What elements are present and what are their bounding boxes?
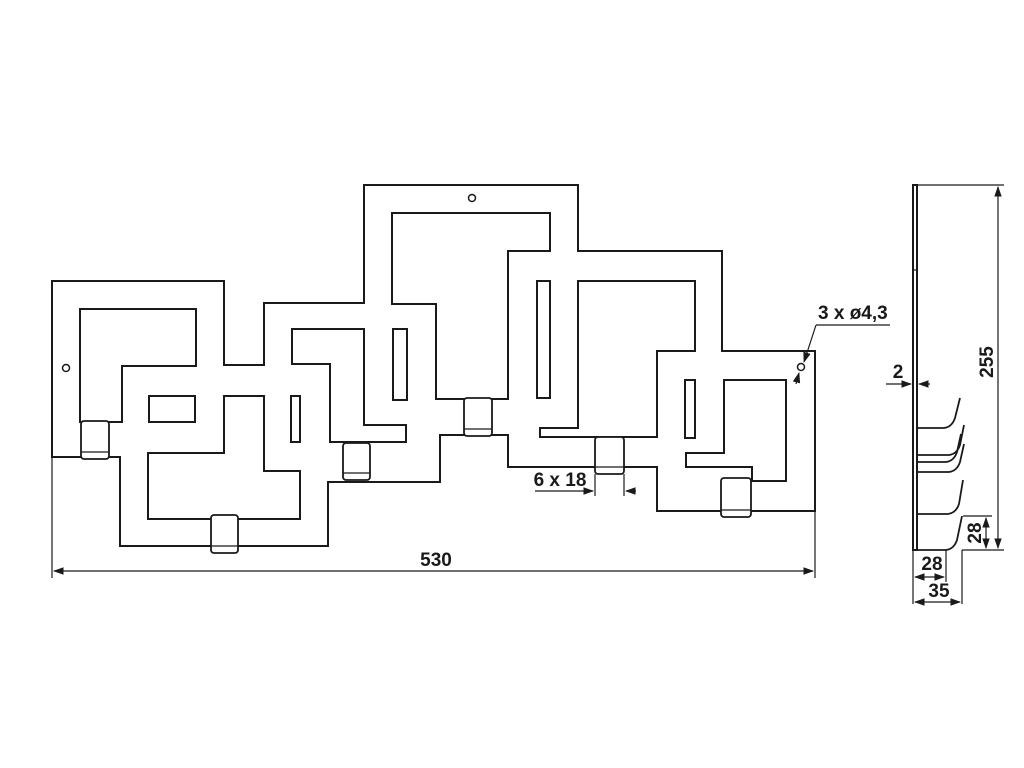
maze-cutout-lower-left [147, 395, 301, 520]
dimension-holes: 3 x ø4,3 [792, 303, 890, 385]
holes-label: 3 x ø4,3 [818, 303, 888, 324]
hook-depth-outer-label: 35 [928, 581, 950, 602]
hook-profile [917, 433, 962, 463]
maze-cutout-middle [291, 328, 407, 443]
side-view [912, 184, 965, 551]
hook [342, 442, 371, 481]
mounting-hole [61, 363, 71, 373]
slot [148, 395, 196, 423]
slot [684, 379, 696, 439]
thickness-label: 2 [893, 362, 904, 383]
dimension-overall-width: 530 [51, 457, 816, 578]
hook [720, 477, 752, 518]
dimension-side-height: 255 [917, 184, 1004, 551]
slot [536, 280, 551, 399]
overall-width-label: 530 [420, 550, 452, 571]
maze-cutout-top [391, 212, 551, 400]
hook-profile [917, 515, 963, 551]
slots-label: 6 x 18 [534, 470, 587, 491]
dimension-slots: 6 x 18 [534, 470, 636, 496]
hook [210, 514, 239, 554]
hook-height-label: 28 [965, 522, 986, 543]
hook [463, 397, 493, 437]
dimension-thickness: 2 [886, 362, 930, 388]
hook [594, 436, 625, 475]
maze-cutout-left [79, 308, 197, 423]
dimension-hook-height: 28 [963, 515, 992, 550]
dimension-hook-depth-outer: 35 [913, 550, 963, 606]
hook-profile [917, 424, 965, 456]
hook [80, 420, 110, 460]
maze-cutout-right [539, 280, 696, 438]
slot [392, 328, 408, 401]
hook-profile [917, 443, 965, 473]
mounting-hole [796, 362, 806, 372]
slot [290, 395, 301, 443]
hook-profile [917, 479, 964, 515]
side-plate [912, 184, 918, 551]
maze-cutout-far-right [685, 379, 787, 482]
hook-depth-inner-label: 28 [921, 554, 942, 575]
dimension-hook-depth-inner: 28 [912, 550, 947, 604]
side-height-label: 255 [977, 346, 998, 378]
front-view [51, 184, 816, 554]
hook-profile [917, 397, 961, 429]
mounting-hole [467, 193, 477, 203]
